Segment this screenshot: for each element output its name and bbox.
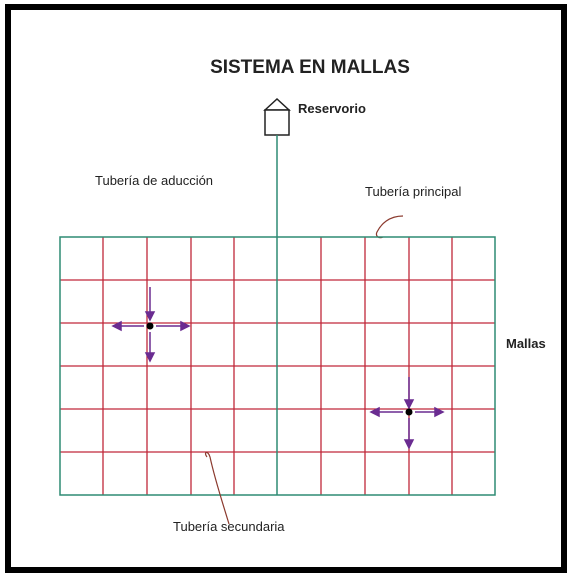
- main-pipe: [59, 236, 496, 496]
- secondary-pipe-leader: [204, 451, 230, 525]
- diagram-frame: SISTEMA EN MALLAS Reservorio Tubería de …: [5, 4, 567, 573]
- conduction-pipe-label: Tubería de aducción: [95, 173, 213, 188]
- main-pipe-leader: [375, 215, 404, 239]
- junction-node-icon: [146, 322, 154, 330]
- flow-junction-right: [369, 377, 445, 450]
- mesh-system-diagram: SISTEMA EN MALLAS Reservorio Tubería de …: [59, 57, 546, 534]
- secondary-pipe-label: Tubería secundaria: [173, 519, 285, 534]
- reservoir-label: Reservorio: [298, 101, 366, 116]
- junction-node-icon: [405, 408, 413, 416]
- flow-arrow-icon: [369, 377, 445, 450]
- grid-label: Mallas: [506, 336, 546, 351]
- main-pipe-label: Tubería principal: [365, 184, 461, 199]
- reservoir-tank-icon: [263, 97, 291, 136]
- diagram-title: SISTEMA EN MALLAS: [210, 57, 410, 78]
- flow-arrow-icon: [111, 287, 191, 363]
- flow-junction-left: [111, 287, 191, 363]
